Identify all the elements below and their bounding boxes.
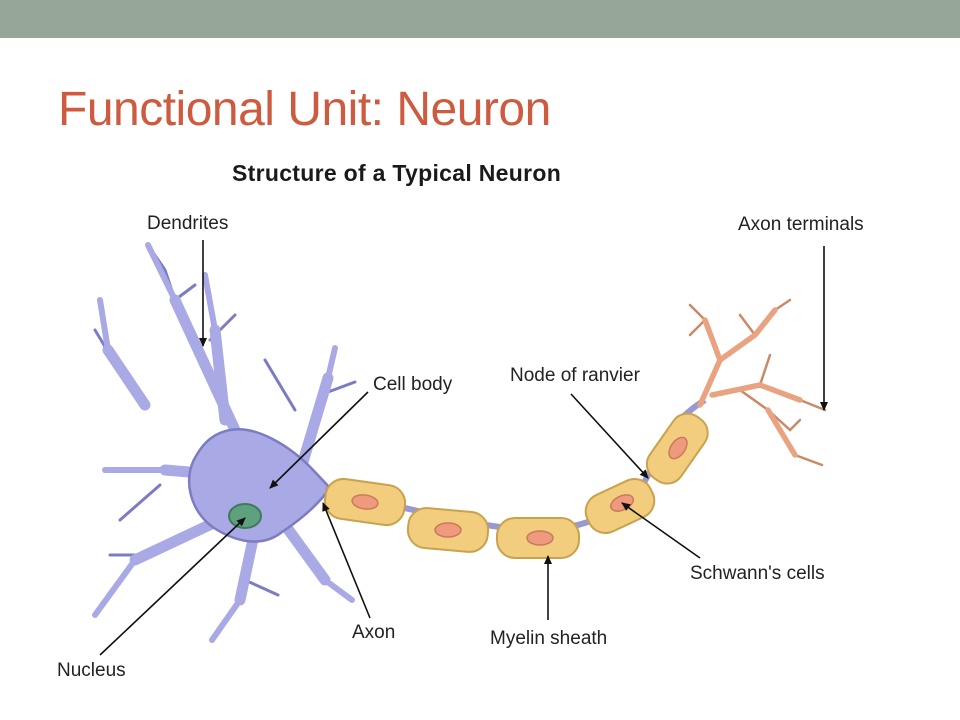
arrow-axon (322, 502, 371, 619)
arrow-schwann-cells (621, 502, 701, 559)
leader-arrows (99, 240, 828, 656)
label-axon: Axon (352, 622, 396, 643)
label-myelin-sheath: Myelin sheath (490, 628, 608, 649)
diagram-title: Structure of a Typical Neuron (232, 160, 562, 186)
slide-title: Functional Unit: Neuron (58, 83, 551, 136)
nucleus (228, 503, 262, 529)
label-cell-body: Cell body (373, 374, 453, 395)
label-node-of-ranvier: Node of ranvier (510, 365, 640, 386)
myelin-sheath (323, 412, 709, 559)
arrow-nucleus (99, 517, 246, 656)
label-schwann-cells: Schwann's cells (690, 563, 825, 584)
arrow-node-of-ranvier (570, 393, 649, 479)
label-axon-terminals: Axon terminals (738, 214, 864, 235)
cell-body (187, 427, 332, 543)
arrow-cell-body (269, 391, 369, 489)
label-nucleus: Nucleus (57, 660, 126, 681)
top-accent-bar (0, 0, 960, 38)
label-dendrites: Dendrites (147, 213, 229, 234)
